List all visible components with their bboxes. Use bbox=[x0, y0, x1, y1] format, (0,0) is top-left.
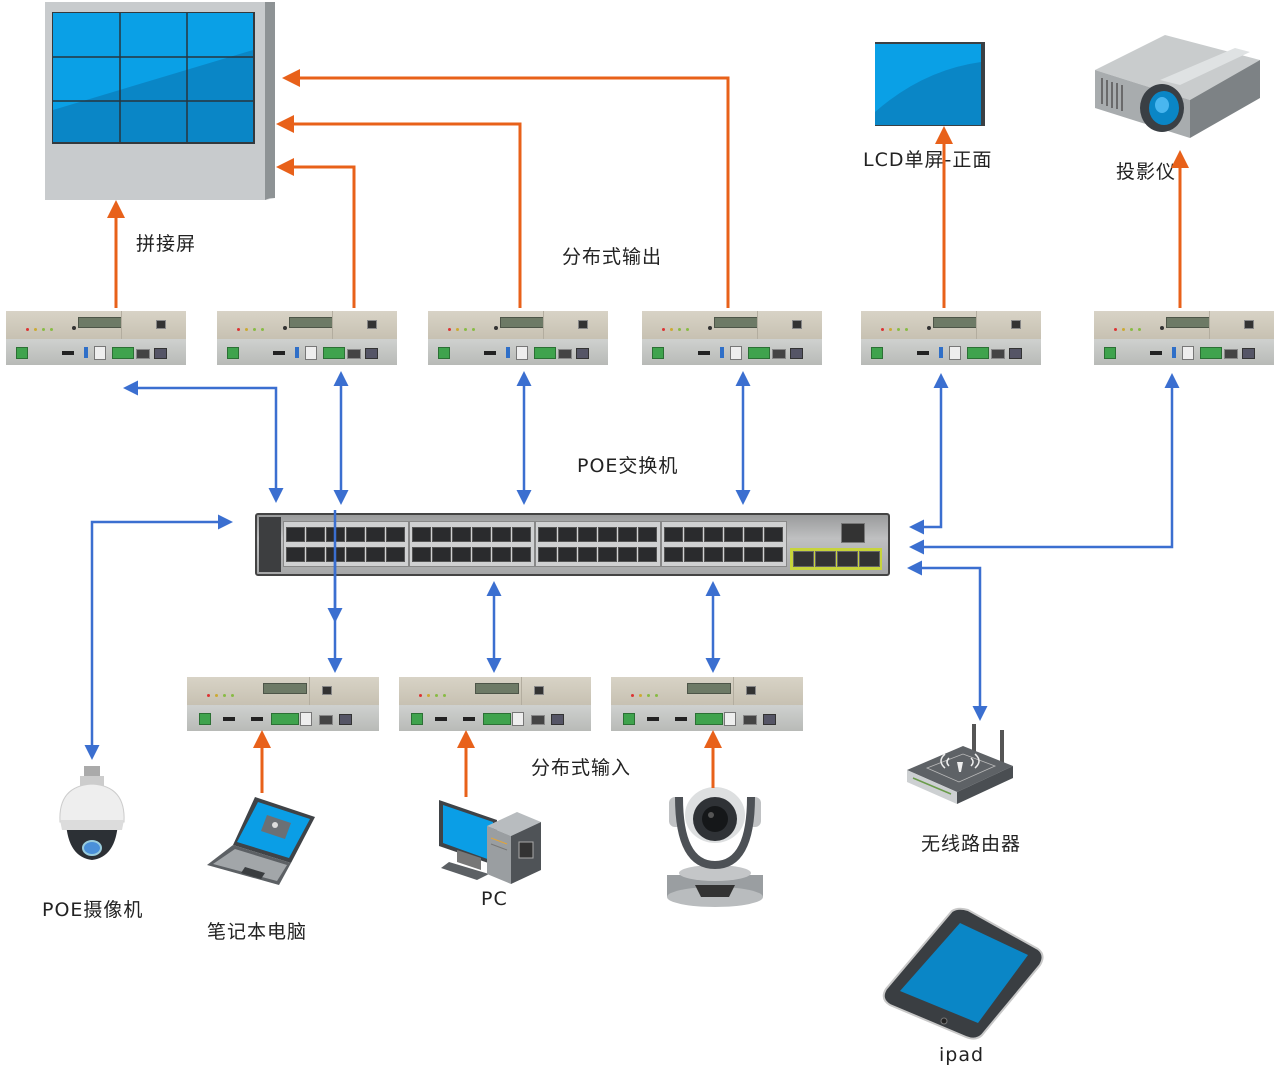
ethernet-port bbox=[638, 547, 657, 562]
decoder-5 bbox=[861, 311, 1041, 365]
ethernet-port bbox=[512, 527, 531, 542]
wireless-router-icon bbox=[907, 724, 1013, 804]
decoder-3 bbox=[428, 311, 608, 365]
ethernet-port bbox=[492, 527, 511, 542]
ethernet-port bbox=[724, 527, 743, 542]
ethernet-port bbox=[512, 547, 531, 562]
ptz-camera bbox=[665, 785, 765, 910]
laptop bbox=[205, 795, 320, 885]
ethernet-port bbox=[578, 547, 597, 562]
ethernet-port bbox=[386, 527, 405, 542]
wire-switch-decoder6 bbox=[909, 373, 1180, 555]
ethernet-port bbox=[724, 547, 743, 562]
lcd-screen bbox=[873, 40, 988, 128]
ethernet-port bbox=[664, 547, 683, 562]
ethernet-port bbox=[684, 547, 703, 562]
wireless-router bbox=[905, 722, 1015, 812]
ethernet-port bbox=[412, 547, 431, 562]
distributed-input-label: 分布式输入 bbox=[531, 757, 632, 779]
pc bbox=[437, 798, 547, 888]
ethernet-port bbox=[598, 547, 617, 562]
laptop-icon bbox=[207, 797, 315, 885]
wire-decoder4-videowall bbox=[282, 69, 730, 308]
laptop-label: 笔记本电脑 bbox=[207, 921, 308, 943]
ethernet-port bbox=[326, 527, 345, 542]
ptz-camera-icon bbox=[667, 787, 763, 907]
encoder-3 bbox=[611, 677, 803, 731]
ethernet-port bbox=[346, 547, 365, 562]
distributed-output-label: 分布式输出 bbox=[562, 246, 663, 268]
video-wall-label: 拼接屏 bbox=[136, 233, 197, 255]
video-wall-icon bbox=[45, 0, 275, 200]
ethernet-port bbox=[472, 527, 491, 542]
ethernet-port bbox=[558, 527, 577, 542]
ipad bbox=[878, 907, 1053, 1042]
lcd-screen-icon bbox=[875, 42, 985, 126]
encoder-2 bbox=[399, 677, 591, 731]
tablet-icon bbox=[882, 907, 1044, 1040]
ethernet-port bbox=[618, 527, 637, 542]
decoder-6 bbox=[1094, 311, 1274, 365]
ethernet-port bbox=[306, 527, 325, 542]
ethernet-port bbox=[492, 547, 511, 562]
dome-camera-icon bbox=[59, 766, 125, 860]
ethernet-port bbox=[412, 527, 431, 542]
poe-switch-label: POE交换机 bbox=[577, 455, 679, 477]
ethernet-port bbox=[558, 547, 577, 562]
lcd-screen-label: LCD单屏-正面 bbox=[863, 149, 993, 171]
ipad-label: ipad bbox=[939, 1044, 985, 1066]
ethernet-port bbox=[744, 527, 763, 542]
ethernet-port bbox=[764, 527, 783, 542]
ethernet-port bbox=[286, 527, 305, 542]
ethernet-port bbox=[638, 527, 657, 542]
ethernet-port bbox=[538, 527, 557, 542]
ethernet-port bbox=[538, 547, 557, 562]
wire-switch-decoder5 bbox=[909, 373, 949, 535]
projector-label: 投影仪 bbox=[1116, 161, 1177, 183]
decoder-4 bbox=[642, 311, 822, 365]
ethernet-port bbox=[598, 527, 617, 542]
ethernet-port bbox=[306, 547, 325, 562]
ethernet-port bbox=[472, 547, 491, 562]
ethernet-port bbox=[366, 547, 385, 562]
ethernet-port bbox=[764, 547, 783, 562]
ethernet-port bbox=[704, 527, 723, 542]
poe-camera bbox=[50, 762, 135, 867]
ethernet-port bbox=[704, 547, 723, 562]
decoder-2 bbox=[217, 311, 397, 365]
wire-switch-decoder1 bbox=[123, 380, 284, 503]
ethernet-port bbox=[744, 547, 763, 562]
wire-switch-router bbox=[907, 560, 988, 721]
ethernet-port bbox=[664, 527, 683, 542]
decoder-1 bbox=[6, 311, 186, 365]
wire-decoder3-videowall bbox=[276, 115, 522, 308]
wire-decoder2-videowall bbox=[276, 158, 356, 308]
ethernet-port bbox=[432, 527, 451, 542]
wireless-router-label: 无线路由器 bbox=[921, 833, 1022, 855]
ethernet-port bbox=[286, 547, 305, 562]
pc-label: PC bbox=[481, 888, 508, 910]
poe-switch bbox=[255, 513, 890, 576]
poe-camera-label: POE摄像机 bbox=[42, 899, 144, 921]
ethernet-port bbox=[366, 527, 385, 542]
ethernet-port bbox=[684, 527, 703, 542]
encoder-1 bbox=[187, 677, 379, 731]
ethernet-port bbox=[452, 547, 471, 562]
video-wall bbox=[45, 0, 275, 202]
projector-icon bbox=[1095, 35, 1260, 138]
projector bbox=[1090, 30, 1265, 140]
ethernet-port bbox=[452, 527, 471, 542]
ethernet-port bbox=[326, 547, 345, 562]
ethernet-port bbox=[386, 547, 405, 562]
ethernet-port bbox=[578, 527, 597, 542]
desktop-pc-icon bbox=[439, 800, 541, 884]
ethernet-port bbox=[432, 547, 451, 562]
ethernet-port bbox=[618, 547, 637, 562]
ethernet-port bbox=[346, 527, 365, 542]
